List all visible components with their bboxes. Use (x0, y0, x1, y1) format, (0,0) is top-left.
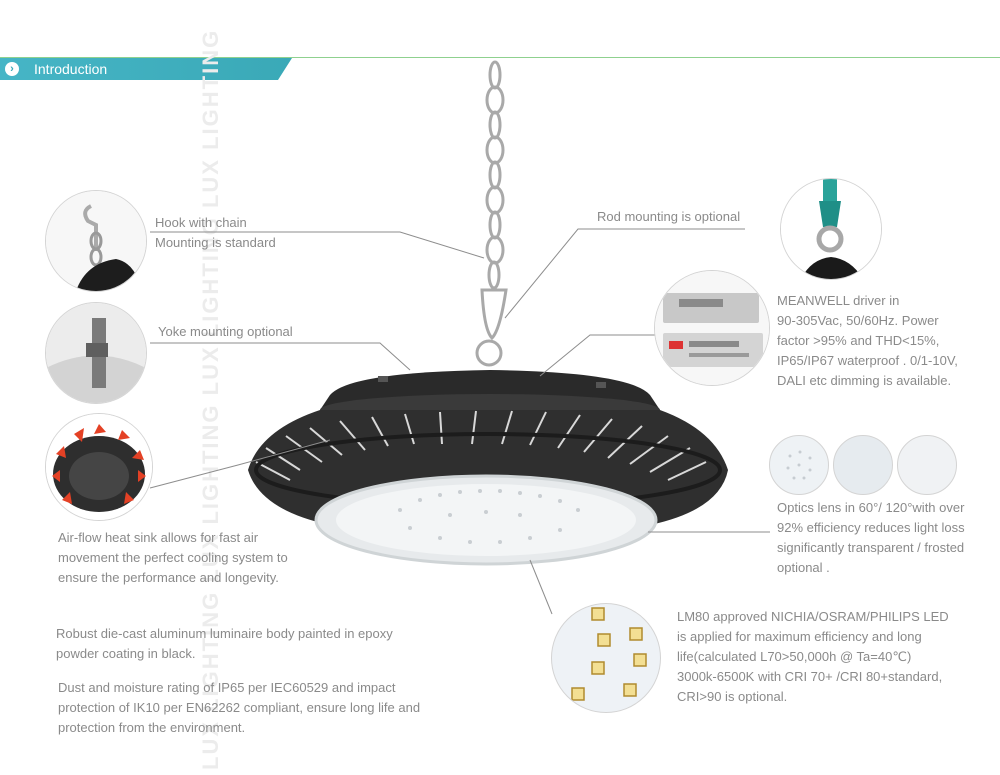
rating-caption-line: protection from the environment. (58, 720, 246, 735)
optics-caption-line: 92% efficiency reduces light loss (777, 520, 965, 535)
led-chip-detail-image (551, 603, 661, 713)
driver-caption-line: factor >95% and THD<15%, (777, 333, 940, 348)
optics-caption-line: Optics lens in 60°/ 120°with over (777, 500, 965, 515)
yoke-detail-image (45, 302, 147, 404)
led-caption-line: life(calculated L70>50,000h @ Ta=40℃) (677, 649, 912, 664)
rating-caption: Dust and moisture rating of IP65 per IEC… (58, 678, 420, 738)
optics-lens-mid-image (833, 435, 893, 495)
rating-caption-line: Dust and moisture rating of IP65 per IEC… (58, 680, 396, 695)
header-rule (0, 57, 1000, 58)
yoke-caption: Yoke mounting optional (158, 324, 293, 339)
chain-icon (475, 60, 508, 367)
rod-caption: Rod mounting is optional (597, 209, 741, 224)
heatsink-caption-line: movement the perfect cooling system to (58, 550, 288, 565)
body-caption-line: Robust die-cast aluminum luminaire body … (56, 626, 393, 641)
callout-leaders (149, 228, 770, 615)
hook-caption-line: Mounting is standard (155, 235, 276, 250)
driver-caption-line: IP65/IP67 waterproof . 0/1-10V, (777, 353, 958, 368)
driver-caption-line: MEANWELL driver in (777, 293, 900, 308)
led-caption-line: LM80 approved NICHIA/OSRAM/PHILIPS LED (677, 609, 949, 624)
driver-caption-line: DALI etc dimming is available. (777, 373, 952, 388)
heatsink-caption-line: ensure the performance and longevity. (58, 570, 279, 585)
hook-caption: Hook with chain Mounting is standard (155, 213, 276, 253)
body-caption-line: powder coating in black. (56, 646, 196, 661)
heatsink-caption: Air-flow heat sink allows for fast air m… (58, 528, 288, 588)
led-caption-line: is applied for maximum efficiency and lo… (677, 629, 922, 644)
optics-caption-line: optional . (777, 560, 830, 575)
led-caption: LM80 approved NICHIA/OSRAM/PHILIPS LED i… (677, 607, 949, 707)
section-banner: › Introduction (0, 58, 292, 80)
optics-lens-clear-image (769, 435, 829, 495)
driver-caption: MEANWELL driver in 90-305Vac, 50/60Hz. P… (777, 291, 958, 391)
driver-detail-image (654, 270, 770, 386)
chevron-right-icon: › (5, 62, 19, 76)
driver-caption-line: 90-305Vac, 50/60Hz. Power (777, 313, 939, 328)
led-caption-line: 3000k-6500K with CRI 70+ /CRI 80+standar… (677, 669, 943, 684)
section-title: Introduction (34, 61, 108, 77)
hook-caption-line: Hook with chain (155, 215, 247, 230)
rod-detail-image (780, 178, 882, 280)
optics-caption: Optics lens in 60°/ 120°with over 92% ef… (777, 498, 965, 578)
optics-caption-line: significantly transparent / frosted (777, 540, 965, 555)
heatsink-caption-line: Air-flow heat sink allows for fast air (58, 530, 259, 545)
optics-lens-frosted-image (897, 435, 957, 495)
rating-caption-line: protection of IK10 per EN62262 compliant… (58, 700, 421, 715)
led-caption-line: CRI>90 is optional. (677, 689, 788, 704)
hook-detail-image (45, 190, 147, 292)
body-caption: Robust die-cast aluminum luminaire body … (56, 624, 393, 664)
heatsink-detail-image (45, 413, 153, 521)
